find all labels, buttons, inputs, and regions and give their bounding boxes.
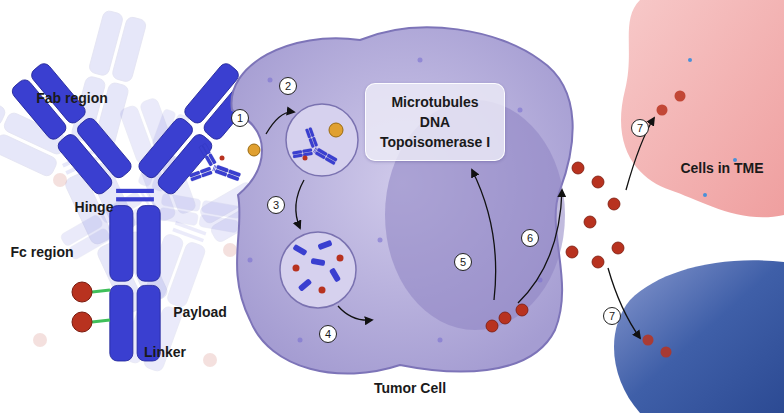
antibody-domain (302, 148, 312, 153)
faded-payload (223, 243, 237, 257)
antibody-domain (327, 153, 338, 161)
linker (92, 320, 110, 322)
payload-ball (72, 312, 92, 332)
dot (703, 193, 707, 197)
part-label: Fc region (10, 244, 73, 260)
part-label: Cells in TME (680, 160, 763, 176)
dot (518, 108, 523, 113)
antigen (248, 144, 260, 156)
payload-ball (657, 105, 668, 116)
payload-ball (661, 347, 672, 358)
payload-ball (612, 242, 624, 254)
payload-ball (608, 198, 620, 210)
part-label: Payload (173, 304, 227, 320)
antibody-domain (159, 207, 199, 225)
callout-number: 6 (521, 229, 539, 247)
callout-number: 1 (231, 109, 249, 127)
step-arrow (518, 190, 562, 303)
antibody-domain (110, 285, 133, 361)
payload-ball (592, 256, 604, 268)
target-text: Topoisomerase I (380, 132, 490, 152)
fragment (292, 244, 307, 256)
endosome (286, 104, 358, 176)
tumor-cell: MicrotubulesDNATopoisomerase I Tumor Cell (196, 20, 666, 408)
callout-number: 2 (279, 77, 297, 95)
part-label: Hinge (75, 199, 114, 215)
antibody-domain (67, 227, 111, 260)
antibody-domain (166, 241, 207, 309)
tme-cell (621, 0, 784, 217)
step-arrow (472, 170, 496, 300)
payload-ball (486, 320, 498, 332)
callout-number: 3 (267, 196, 285, 214)
antibody-domain (292, 150, 302, 155)
faded-payload (53, 173, 67, 187)
antibody-domain (137, 206, 160, 282)
tumor-cell-illustration (196, 20, 666, 408)
antibody-domain (228, 169, 241, 177)
lysosome (280, 232, 356, 308)
part-label: Fab region (36, 90, 108, 106)
payload-ball (675, 91, 686, 102)
payload-ball (572, 162, 584, 174)
antibody-domain (155, 132, 214, 197)
antibody-domain (312, 137, 318, 147)
payload-ball (566, 246, 578, 258)
antibody-domain (200, 167, 211, 174)
fragment (311, 258, 326, 266)
payload-ball (643, 335, 654, 346)
payload-ball (72, 282, 92, 302)
target-text: DNA (380, 112, 490, 132)
antibody-domain (0, 82, 7, 127)
dot (438, 338, 443, 343)
fragment (298, 278, 313, 292)
faded-payload (203, 353, 217, 367)
antibody (9, 61, 260, 361)
callout-number: 7 (603, 307, 621, 325)
fragment (317, 240, 332, 250)
callout-number: 5 (454, 253, 472, 271)
payload-ball (516, 304, 528, 316)
antibody-domain (110, 206, 133, 282)
faded-payload (33, 333, 47, 347)
dot (268, 78, 273, 83)
dot (378, 238, 383, 243)
target-box: MicrotubulesDNATopoisomerase I (365, 83, 505, 161)
fragment (329, 267, 341, 282)
part-label: Linker (144, 344, 186, 360)
antibody-domain (317, 148, 328, 156)
linker (92, 290, 110, 292)
dot (248, 258, 253, 263)
payload-ball (584, 216, 596, 228)
antibody-domain (199, 214, 239, 232)
antibody-domain (111, 16, 147, 83)
antibody (187, 142, 247, 197)
cell-label: Tumor Cell (374, 380, 446, 396)
antibody-domain (208, 153, 216, 164)
antibody-domain (189, 171, 200, 178)
callout-number: 4 (319, 325, 337, 343)
payload-ball (499, 312, 511, 324)
dot (688, 58, 692, 62)
step-arrow (338, 306, 372, 320)
step-arrow (608, 268, 640, 338)
step-arrow (296, 180, 304, 228)
step-arrow (266, 112, 294, 134)
callout-number: 7 (631, 119, 649, 137)
step-arrow (626, 118, 654, 190)
antibody-domain (216, 165, 229, 173)
antibody-domain (202, 143, 210, 154)
cell-membrane (231, 27, 572, 373)
antibody-domain (75, 116, 134, 181)
target-text: Microtubules (380, 92, 490, 112)
dot (418, 58, 423, 63)
payload-ball (592, 176, 604, 188)
antibody-domain (308, 127, 314, 137)
dot (298, 338, 303, 343)
